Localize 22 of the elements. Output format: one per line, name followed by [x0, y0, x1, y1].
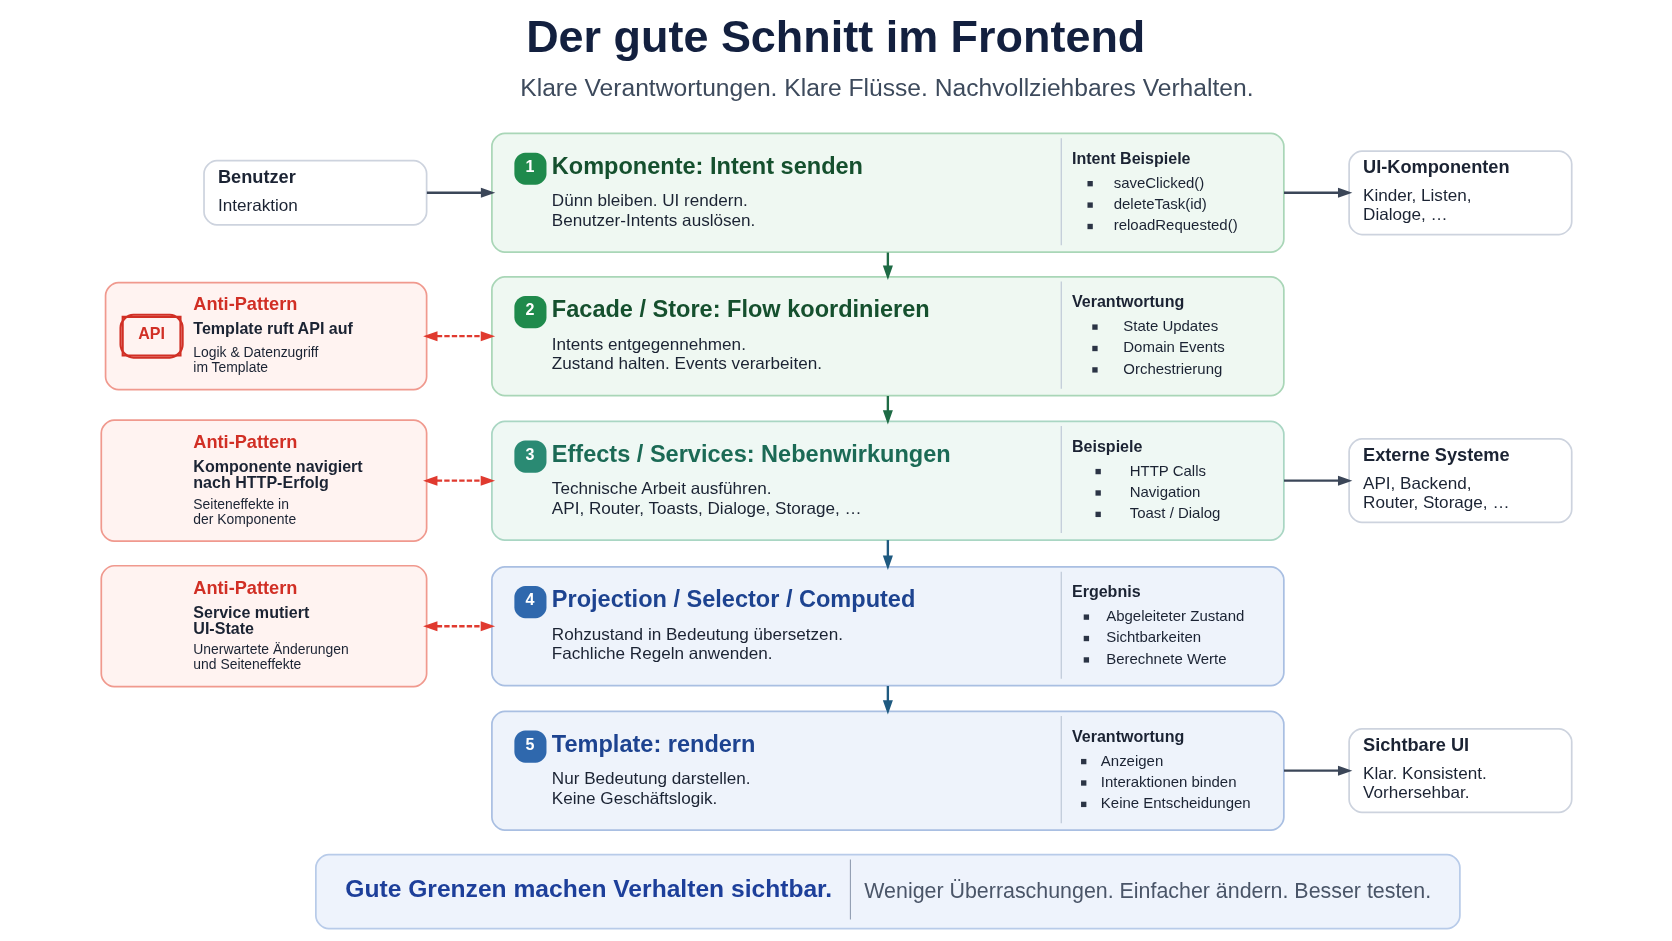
arrow — [422, 621, 495, 632]
node-box: Sichtbare UI Klar. Konsistent. Vorhersehbar. — [1347, 728, 1573, 814]
node-box: Anti-Pattern Service mutiert UI-State Unerwartete Änderungen und Seiteneffekte — [99, 564, 427, 688]
node-box: 4 Projection / Selector / Computed Rohzustand in Bedeutung übersetzen. Fachliche Regeln anwenden. Ergebnis Abgeleiteter Zustand Sichtbarkeiten Berechnete Werte — [490, 565, 1285, 687]
arrow — [1283, 187, 1352, 198]
node-box: 1 Komponente: Intent senden Dünn bleiben. UI rendern. Benutzer-Intents auslösen. Intent Beispiele saveClicked() deleteTask(id) reloadRequested() — [490, 132, 1285, 254]
label: Klare Verantwortungen. Klare Flüsse. Nachvollziehbares Verhalten. — [519, 73, 1253, 101]
node-box: Externe Systeme API, Backend, Router, Storage, … — [1347, 438, 1573, 524]
arrow — [1283, 475, 1352, 486]
node-box: API Anti-Pattern Template ruft API auf Logik & Datenzugriff im Template — [104, 281, 427, 391]
arrow — [426, 187, 495, 198]
node-box: 3 Effects / Services: Nebenwirkungen Technische Arbeit ausführen. API, Router, Toasts, Dialoge, Storage, … Beispiele HTTP Calls Navigation Toast / Dialog — [490, 420, 1285, 541]
node-box: UI-Komponenten Kinder, Listen, Dialoge, … — [1347, 150, 1573, 236]
arrow — [422, 331, 495, 342]
node-box: 5 Template: rendern Nur Bedeutung darstellen. Keine Geschäftslogik. Verantwortung Anzeigen Interaktionen binden Keine Entscheidungen — [490, 710, 1285, 831]
arrow — [1283, 765, 1352, 776]
diagram-title: Der gute Schnitt im Frontend — [525, 10, 1145, 62]
node-box: Gute Grenzen machen Verhalten sichtbar. Weniger Überraschungen. Einfacher ändern. Besser testen. — [314, 853, 1461, 930]
arrow — [422, 475, 495, 486]
node-box: Benutzer Interaktion — [202, 159, 427, 226]
node-box: 2 Facade / Store: Flow koordinieren Intents entgegennehmen. Zustand halten. Events verarbeiten. Verantwortung State Updates Domain Events Orchestrierung — [490, 275, 1285, 397]
node-box: Anti-Pattern Komponente navigiert nach HTTP-Erfolg Seiteneffekte in der Komponente — [99, 419, 427, 542]
